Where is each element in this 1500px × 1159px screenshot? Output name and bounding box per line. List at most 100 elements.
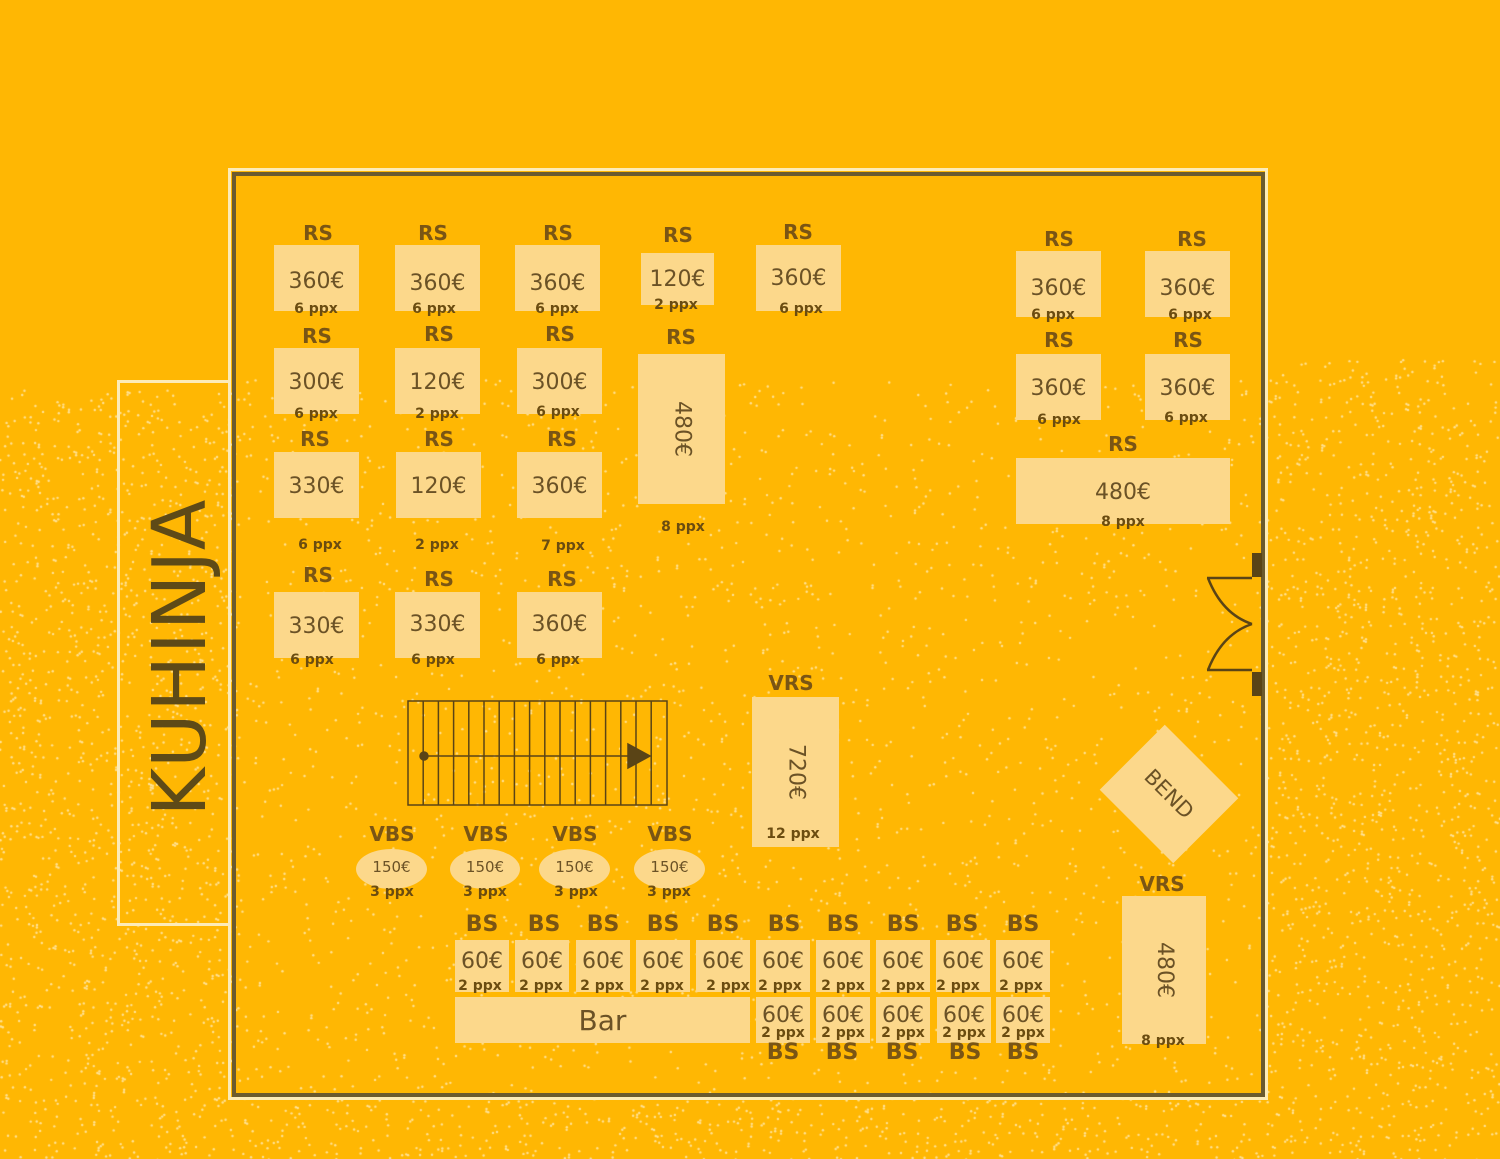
table-capacity: 6 ppx (298, 537, 342, 553)
table-tag: BS (706, 912, 740, 937)
table-tag: RS (1177, 227, 1207, 251)
table-vbs[interactable]: 150€ (356, 849, 427, 889)
table-tag: RS (783, 220, 813, 244)
table-tag: RS (303, 563, 333, 587)
table-tag: VBS (552, 822, 598, 846)
table-capacity: 2 ppx (821, 978, 865, 994)
table-tag: BS (826, 912, 860, 937)
table-rs[interactable]: 360€ (515, 245, 600, 311)
table-price: 60€ (582, 949, 624, 974)
table-bs[interactable]: 60€ (756, 997, 810, 1043)
table-rs[interactable]: 360€ (517, 592, 602, 658)
table-capacity: 6 ppx (779, 301, 823, 317)
table-rs[interactable]: 360€ (1145, 354, 1230, 420)
table-price: 60€ (461, 949, 503, 974)
table-rs[interactable]: 120€ (396, 452, 481, 518)
table-price: 60€ (1002, 1003, 1044, 1028)
table-capacity: 2 ppx (821, 1025, 865, 1041)
table-capacity: 6 ppx (412, 301, 456, 317)
table-bs[interactable]: 60€ (816, 940, 870, 992)
table-capacity: 2 ppx (936, 978, 980, 994)
table-rs[interactable]: 360€ (517, 452, 602, 518)
table-price: 300€ (288, 370, 345, 395)
table-tag: VRS (768, 671, 814, 695)
table-capacity: 6 ppx (535, 301, 579, 317)
table-bs[interactable]: 60€ (936, 940, 990, 992)
table-capacity: 2 ppx (415, 537, 459, 553)
table-vrs[interactable]: 480€ (1122, 896, 1206, 1044)
table-rs[interactable]: 360€ (395, 245, 480, 311)
table-capacity: 6 ppx (1164, 410, 1208, 426)
table-tag: RS (543, 221, 573, 245)
table-capacity: 2 ppx (758, 978, 802, 994)
table-capacity: 2 ppx (761, 1025, 805, 1041)
table-tag: RS (547, 427, 577, 451)
table-rs[interactable]: 360€ (756, 245, 841, 311)
table-rs[interactable]: 360€ (1016, 354, 1101, 420)
table-vrs[interactable]: 720€ (752, 697, 839, 847)
table-price: 120€ (409, 370, 466, 395)
table-tag: VBS (647, 822, 693, 846)
table-price: 150€ (555, 858, 594, 876)
table-capacity: 2 ppx (706, 978, 750, 994)
table-capacity: 12 ppx (766, 826, 820, 842)
table-rs[interactable]: 360€ (1016, 251, 1101, 317)
table-rs[interactable]: 300€ (274, 348, 359, 414)
table-capacity: 6 ppx (294, 301, 338, 317)
table-bs[interactable]: 60€ (455, 940, 509, 992)
table-capacity: 6 ppx (1168, 307, 1212, 323)
table-rs[interactable]: 120€ (641, 253, 714, 305)
table-rs[interactable]: 300€ (517, 348, 602, 414)
table-bs[interactable]: 60€ (937, 997, 991, 1043)
table-bs[interactable]: 60€ (816, 997, 870, 1043)
table-tag: RS (424, 427, 454, 451)
table-price: 480€ (1095, 480, 1151, 505)
table-price: 360€ (1030, 276, 1087, 301)
table-tag: RS (424, 322, 454, 346)
table-price: 60€ (702, 949, 744, 974)
table-rs[interactable]: 330€ (274, 592, 359, 658)
table-capacity: 2 ppx (881, 978, 925, 994)
table-tag: RS (663, 223, 693, 247)
table-rs[interactable]: 360€ (1145, 251, 1230, 317)
table-capacity: 2 ppx (654, 297, 698, 313)
table-bs[interactable]: 60€ (996, 940, 1050, 992)
table-capacity: 2 ppx (881, 1025, 925, 1041)
table-rs[interactable]: 330€ (395, 592, 480, 658)
table-bs[interactable]: 60€ (636, 940, 690, 992)
table-price: 120€ (410, 474, 467, 499)
table-rs-large[interactable]: 480€ (638, 354, 725, 504)
table-capacity: 2 ppx (415, 406, 459, 422)
table-bs[interactable]: 60€ (515, 940, 569, 992)
table-price: 60€ (882, 949, 924, 974)
table-price: 360€ (288, 269, 345, 294)
table-bs[interactable]: 60€ (996, 997, 1050, 1043)
table-capacity: 6 ppx (1031, 307, 1075, 323)
table-rs[interactable]: 120€ (395, 348, 480, 414)
table-vbs[interactable]: 150€ (450, 849, 520, 889)
table-rs[interactable]: 330€ (274, 452, 359, 518)
table-tag: BS (885, 1040, 919, 1065)
table-capacity: 2 ppx (640, 978, 684, 994)
table-price: 150€ (650, 858, 689, 876)
table-capacity: 2 ppx (458, 978, 502, 994)
table-vbs[interactable]: 150€ (539, 849, 610, 889)
table-tag: VBS (369, 822, 415, 846)
table-bs[interactable]: 60€ (756, 940, 810, 992)
table-price: 60€ (943, 1003, 985, 1028)
table-rs-long[interactable]: 480€ (1016, 458, 1230, 524)
table-price: 60€ (642, 949, 684, 974)
table-bs[interactable]: 60€ (696, 940, 750, 992)
bar-counter: Bar (455, 997, 750, 1043)
table-bs[interactable]: 60€ (576, 940, 630, 992)
table-tag: RS (666, 325, 696, 349)
table-bs[interactable]: 60€ (876, 940, 930, 992)
table-price: 60€ (762, 1003, 804, 1028)
table-tag: RS (1044, 328, 1074, 352)
table-bs[interactable]: 60€ (876, 997, 930, 1043)
table-price: 300€ (531, 370, 588, 395)
table-vbs[interactable]: 150€ (634, 849, 705, 889)
table-capacity: 8 ppx (1141, 1033, 1185, 1049)
table-rs[interactable]: 360€ (274, 245, 359, 311)
